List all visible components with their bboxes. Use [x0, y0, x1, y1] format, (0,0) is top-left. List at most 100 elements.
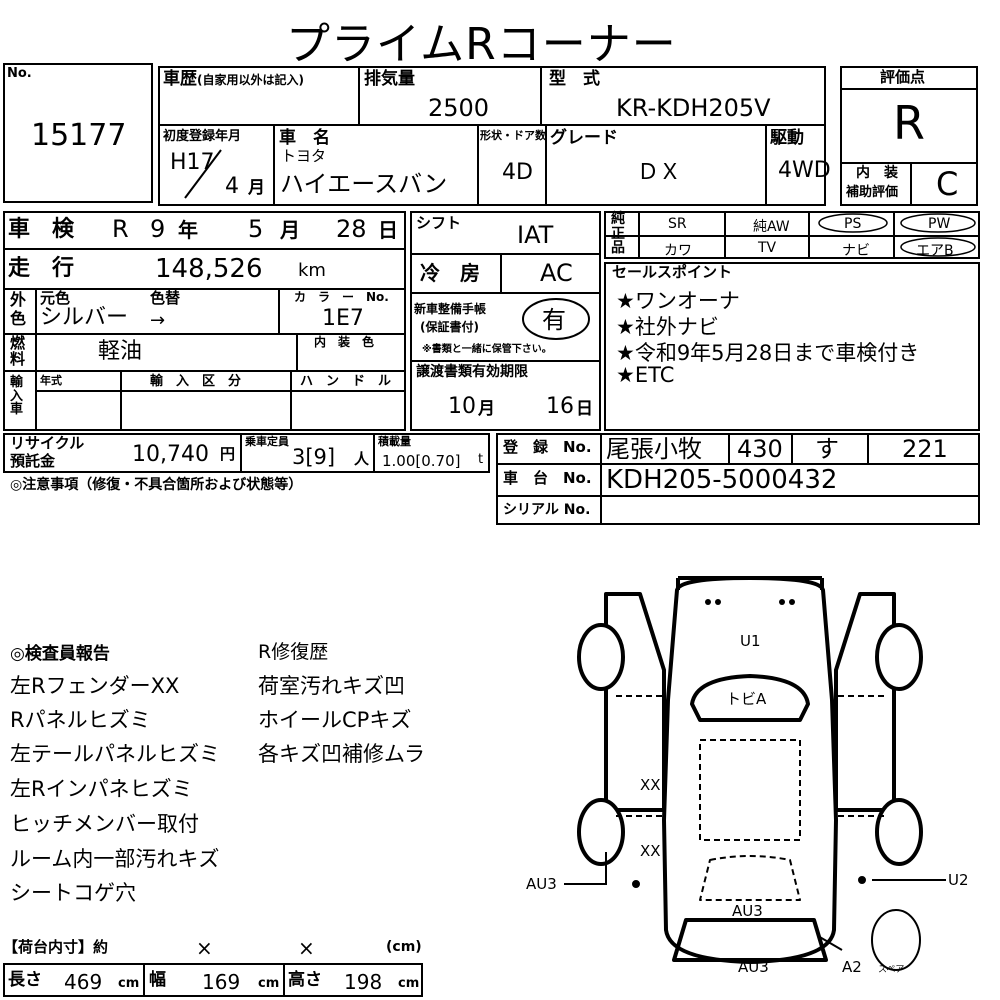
cargo-unit-label: (cm) — [386, 939, 422, 955]
sales-point-4: ★ETC — [616, 363, 675, 387]
load-label: 積載量 — [378, 435, 411, 448]
windshield — [690, 674, 810, 722]
manual-note: ※書類と一緒に保管下さい。 — [422, 344, 552, 355]
color-orig-label: 元色 — [40, 289, 71, 307]
grade-value: ＤＸ — [637, 160, 682, 185]
rear-right-wheel — [875, 798, 923, 866]
right-door-panel — [834, 592, 896, 812]
color-label-1: 外 — [10, 290, 27, 309]
grade-label: グレード — [550, 128, 618, 148]
label-au3-mid: AU3 — [732, 902, 763, 920]
registration-label: 登 録 No. — [503, 438, 592, 456]
manual-label-1: 新車整備手帳 — [414, 302, 487, 316]
equipment-label: 純正品 — [611, 211, 625, 257]
report-right-1: R修復歴 — [258, 641, 329, 663]
vehicle-info-grid — [158, 66, 826, 206]
load-value: 1.00[0.70] — [382, 452, 461, 470]
label-xx-1: XX — [640, 776, 661, 794]
rating-label: 評価点 — [880, 68, 926, 86]
recycle-grid — [3, 433, 490, 473]
color-code: 1E7 — [322, 306, 364, 331]
import-handle-label: ハ ン ド ル — [300, 374, 392, 389]
notes-label: ◎注意事項（修復・不具合箇所および状態等） — [10, 477, 303, 493]
color-code-label: カ ラ ー No. — [294, 290, 389, 304]
capacity-label: 乗車定員 — [245, 435, 289, 448]
inspection-year-unit: 年 — [178, 218, 198, 242]
cargo-length-label: 長さ — [8, 970, 42, 990]
import-year-label: 年式 — [40, 374, 62, 387]
rear-bumper — [672, 918, 828, 962]
aircon-label: 冷 房 — [420, 261, 480, 285]
registration-number: 221 — [902, 435, 948, 463]
registration-grid — [496, 433, 980, 525]
first-reg-year: H17 — [170, 150, 215, 175]
registration-region: 尾張小牧 — [606, 435, 702, 463]
label-u2: U2 — [948, 871, 969, 889]
car-name-label: 車 名 — [279, 128, 330, 148]
report-left-2: Rパネルヒズミ — [10, 708, 151, 732]
manual-value: 有 — [542, 306, 566, 334]
model-label: 型 式 — [549, 69, 600, 89]
inspection-month-unit: 月 — [280, 218, 300, 242]
import-category-label: 輸 入 区 分 — [150, 374, 242, 389]
inspection-month: 5 — [248, 215, 264, 243]
color-change-label: 色替 — [150, 289, 181, 307]
mileage-label: 走 行 — [8, 256, 75, 281]
interior-label-2: 補助評価 — [846, 185, 899, 200]
inspection-year: 9 — [150, 215, 166, 243]
history-label: 車歴(自家用以外は記入) — [163, 69, 304, 89]
fuel-value: 軽油 — [98, 339, 143, 364]
model-value: KR-KDH205V — [616, 94, 771, 122]
displacement-label: 排気量 — [364, 69, 415, 89]
interior-color-label: 内 装 色 — [314, 335, 375, 349]
transfer-label: 譲渡書類有効期限 — [416, 364, 528, 380]
sales-point-2: ★社外ナビ — [616, 315, 719, 339]
interior-label-1: 内 装 — [856, 165, 898, 181]
report-left-1: 左RフェンダーXX — [10, 674, 180, 698]
equip-airbag: エアB — [916, 243, 954, 259]
chassis-value: KDH205-5000432 — [606, 465, 838, 495]
equip-leather: カワ — [664, 243, 692, 259]
cargo-width-label: 幅 — [149, 970, 166, 990]
serial-label: シリアル No. — [503, 502, 591, 518]
color-label-2: 色 — [10, 309, 27, 328]
cargo-width: 169 — [202, 970, 241, 994]
rating-box — [840, 66, 978, 206]
inspection-era: R — [112, 215, 129, 243]
front-bumper — [676, 576, 824, 590]
drive-label: 駆動 — [770, 128, 804, 148]
inspection-label: 車 検 — [8, 217, 75, 242]
first-reg-slash — [184, 149, 222, 199]
recycle-unit: 円 — [220, 445, 236, 463]
color-value: シルバー — [40, 305, 129, 330]
report-left-4: 左Rインパネヒズミ — [10, 777, 193, 801]
rear-window — [699, 855, 801, 901]
recycle-value: 10,740 — [132, 442, 209, 467]
sales-points-label: セールスポイント — [612, 263, 733, 281]
manual-label-2: (保証書付) — [420, 320, 479, 334]
equip-sr: SR — [668, 216, 687, 232]
vehicle-damage-diagram: U1 トビA XX XX AU3 AU3 AU3 U2 A2 スペア — [526, 576, 969, 976]
rating-value: R — [893, 96, 925, 150]
load-unit: t — [478, 452, 484, 467]
first-reg-month: 4 — [225, 174, 239, 199]
sales-point-1: ★ワンオーナ — [616, 289, 740, 313]
fuel-label-2: 料 — [10, 350, 26, 368]
lot-box: No. 15177 — [3, 63, 153, 203]
front-left-wheel — [577, 623, 625, 691]
report-right-4: 各キズ凹補修ムラ — [258, 742, 425, 766]
label-au3-bottom: AU3 — [738, 958, 769, 976]
equip-tv: TV — [758, 240, 777, 256]
spare-wheel — [871, 909, 921, 971]
import-label: 輸入車 — [10, 375, 24, 418]
shift-grid — [410, 211, 601, 431]
aircon-value: AC — [540, 259, 573, 287]
lot-number: 15177 — [31, 118, 127, 153]
inspection-day: 28 — [336, 215, 367, 243]
rear-left-wheel — [577, 798, 625, 866]
recycle-label-1: リサイクル — [10, 434, 85, 452]
cargo-label: 【荷台内寸】約 — [3, 938, 109, 956]
first-reg-label: 初度登録年月 — [163, 129, 242, 144]
cargo-x2: × — [298, 936, 315, 960]
cargo-length-unit: cm — [118, 976, 140, 991]
